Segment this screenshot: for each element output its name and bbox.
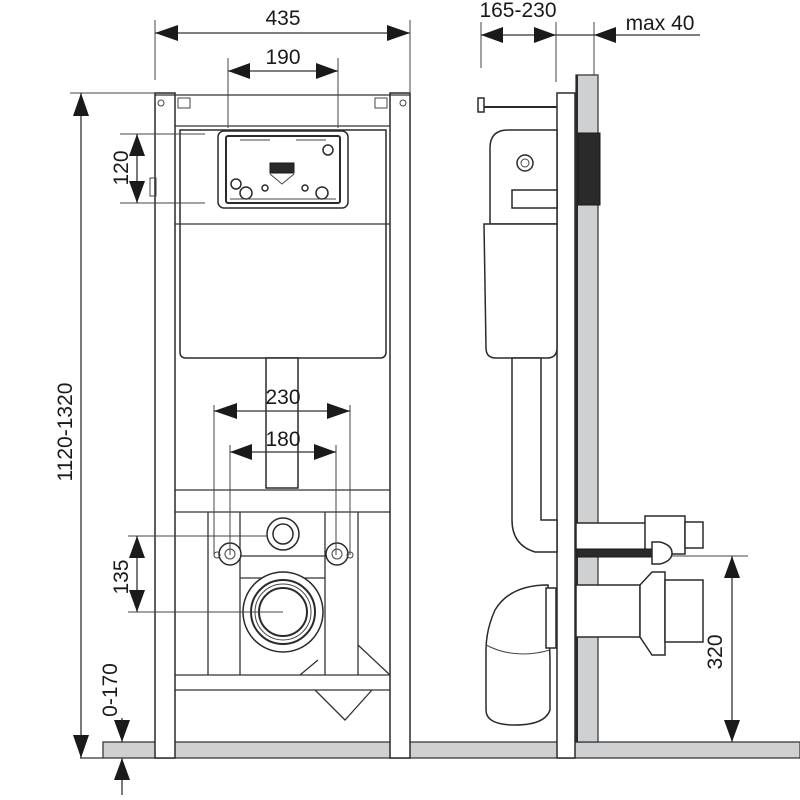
- floor-slab: [102, 741, 800, 759]
- flush-pipe: [265, 357, 299, 489]
- clip-left: [177, 97, 191, 109]
- cistern-top: [489, 129, 558, 225]
- dimension-max-40: max 40: [556, 12, 700, 75]
- mounting-hole-right: [399, 99, 407, 107]
- dimension-190: 190: [227, 46, 339, 128]
- mounting-hole-left: [157, 99, 165, 107]
- dim-label-outlet-offset: 135: [110, 559, 133, 594]
- right-upright: [389, 92, 411, 759]
- left-upright: [154, 92, 176, 759]
- dimension-1120-1320: 1120-1320: [54, 92, 155, 758]
- dim-label-outlet-height: 320: [704, 634, 727, 669]
- flush-valve-icon: [269, 162, 295, 174]
- dim-label-plate-width: 190: [265, 46, 300, 69]
- dim-label-bolt-spacing-outer: 230: [265, 386, 300, 409]
- flush-opening: [225, 135, 341, 204]
- dim-label-plate-height: 120: [110, 150, 133, 185]
- dim-label-bolt-spacing-inner: 180: [265, 428, 300, 451]
- dimension-180: 180: [229, 428, 337, 555]
- wc-mounting-bolt-right: [325, 542, 354, 566]
- dimension-120: 120: [110, 133, 205, 204]
- side-view: [477, 74, 704, 759]
- side-bracket: [149, 177, 157, 197]
- mounting-rod: [576, 548, 656, 558]
- dimension-165-230: 165-230: [479, 0, 557, 82]
- clip-right: [374, 97, 388, 109]
- dim-label-total-height: 1120-1320: [54, 383, 77, 482]
- dim-label-wall-depth: 165-230: [479, 0, 556, 22]
- outlet-flange: [639, 571, 666, 656]
- dimension-435: 435: [154, 7, 411, 92]
- frame-post: [556, 92, 576, 759]
- flush-plate: [577, 132, 601, 206]
- drain-bend: [485, 584, 551, 726]
- front-view: [149, 92, 411, 759]
- dim-label-finish-thickness: max 40: [626, 12, 695, 35]
- dimension-135: 135: [110, 535, 283, 613]
- dimension-0-170: 0-170: [99, 663, 130, 795]
- cistern-body: [483, 223, 558, 359]
- wc-mounting-bolt-left: [213, 542, 242, 566]
- outlet-pipe: [664, 579, 704, 643]
- water-inlet-icon: [322, 144, 334, 156]
- dimension-320: 320: [672, 555, 748, 742]
- side-flush-pipe: [511, 357, 558, 553]
- floor: [80, 741, 800, 759]
- dimension-230: 230: [213, 386, 351, 555]
- dim-label-frame-width: 435: [265, 7, 300, 30]
- dim-label-leg-adjustment: 0-170: [99, 663, 122, 717]
